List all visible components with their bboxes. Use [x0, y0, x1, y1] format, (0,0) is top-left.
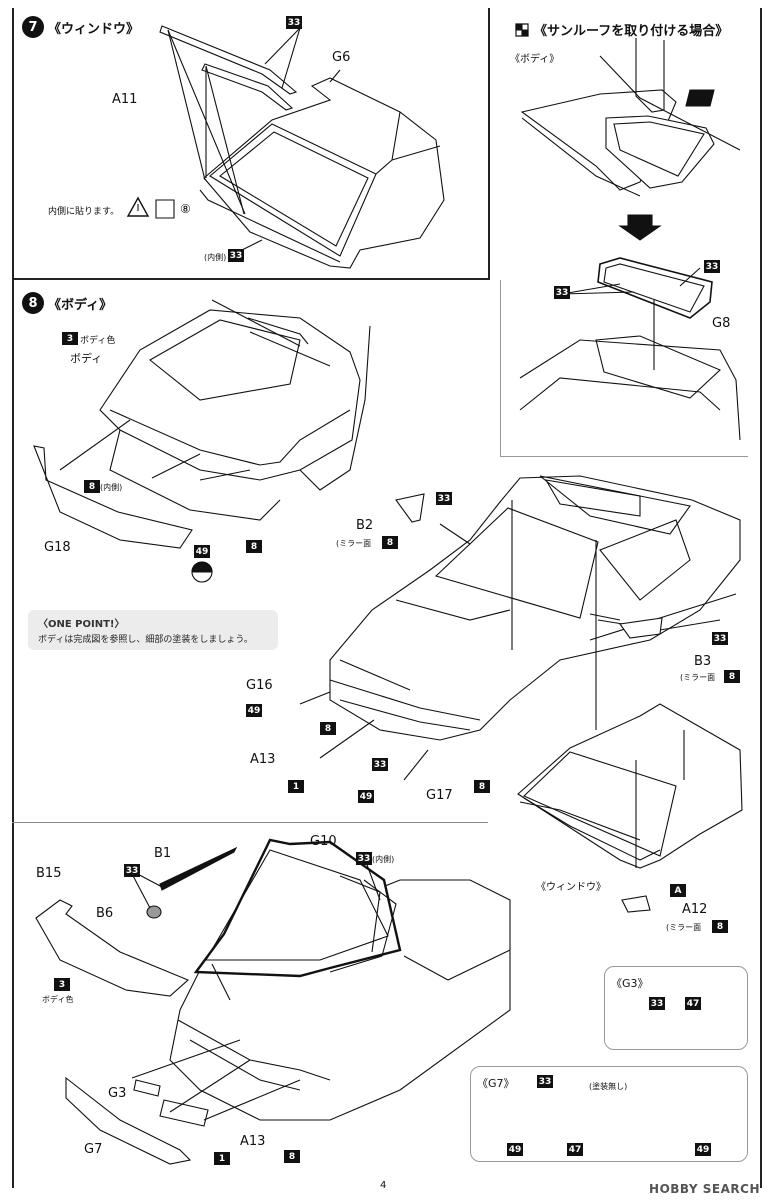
windshield-window-drawing — [160, 26, 444, 268]
step7-title: 《ウィンドウ》 — [48, 21, 140, 37]
tag-33-b2: 33 — [436, 492, 452, 505]
part-g18: G18 — [44, 540, 71, 555]
g7-panel: 《G7》 33 (塗装無し) 49 47 49 — [470, 1066, 748, 1162]
main-car-drawing — [300, 476, 740, 780]
step7-tag-33-inner: 33 — [228, 249, 244, 262]
one-point-text: ボディは完成図を参照し、細部の塗装をしましょう。 — [38, 635, 253, 645]
tag-A: A — [670, 884, 686, 897]
inner-note-g10: (内側) — [372, 855, 395, 864]
tag-49: 49 — [194, 545, 210, 558]
tag-8-a12: 8 — [712, 920, 728, 933]
sunroof-heading: 《サンルーフを取り付ける場合》 — [534, 20, 728, 39]
g7-note: (塗装無し) — [589, 1082, 628, 1091]
tag-8-b2: 8 — [382, 536, 398, 549]
body-color-text: ボディ色 — [80, 336, 116, 346]
step7-note-circle: ⑧ — [180, 202, 191, 216]
tag-33-grill: 33 — [372, 758, 388, 771]
one-point-title: 〈ONE POINT!〉 — [38, 619, 125, 630]
body-color-text2: ボディ色 — [42, 995, 74, 1004]
sunroof-panel-border — [500, 280, 501, 456]
page-number: 4 — [380, 1180, 387, 1191]
g3-panel: 《G3》 33 47 — [604, 966, 748, 1050]
g7-tag-49-left: 49 — [507, 1143, 523, 1156]
part-a12: A12 — [682, 902, 708, 917]
divider-lower — [12, 822, 488, 823]
g7-panel-title: 《G7》 — [477, 1077, 515, 1090]
step7-note: 内側に貼ります。 — [48, 207, 120, 217]
mirror-note-a12: (ミラー面 — [666, 923, 702, 932]
part-a13: A13 — [250, 752, 276, 767]
page-frame — [12, 8, 762, 1188]
step7-heading: 7 《ウィンドウ》 — [22, 16, 139, 38]
g3-tag-47: 47 — [685, 997, 701, 1010]
rear-window-drawing — [518, 704, 742, 912]
part-b15: B15 — [36, 866, 62, 881]
step7-number: 7 — [22, 16, 44, 38]
tag-8-b3: 8 — [724, 670, 740, 683]
step8-heading: 8 《ボディ》 — [22, 292, 112, 314]
tag-49-g16: 49 — [246, 704, 262, 717]
g7-tag-49-right: 49 — [695, 1143, 711, 1156]
step7-tag-33-top: 33 — [286, 16, 302, 29]
mirror-note-b2: (ミラー面 — [336, 539, 372, 548]
mirror-note-b3: (ミラー面 — [680, 673, 716, 682]
one-point-box: 〈ONE POINT!〉 ボディは完成図を参照し、細部の塗装をしましょう。 — [28, 610, 278, 650]
sunroof-title: 《サンルーフを取り付ける場合》 — [534, 24, 729, 39]
tag-body-color-3: 3 — [62, 332, 78, 345]
g3-panel-title: 《G3》 — [611, 977, 649, 990]
tag-3-b15: 3 — [54, 978, 70, 991]
window-label: 《ウィンドウ》 — [536, 882, 606, 893]
part-b2: B2 — [356, 518, 374, 533]
glyph-icons — [128, 24, 528, 583]
g7-tag-47: 47 — [567, 1143, 583, 1156]
inner-note: (内側) — [100, 483, 123, 492]
part-a13-rear: A13 — [240, 1134, 266, 1149]
part-g7: G7 — [84, 1142, 103, 1157]
part-g3: G3 — [108, 1086, 127, 1101]
part-g17: G17 — [426, 788, 453, 803]
sunroof-body-label: 《ボディ》 — [510, 54, 560, 65]
divider-vertical — [488, 8, 490, 280]
body-text: ボディ — [70, 352, 103, 365]
tag-8-front: 8 — [246, 540, 262, 553]
sunroof-body-drawing — [520, 38, 740, 440]
tag-33-b3: 33 — [712, 632, 728, 645]
tag-49-g17: 49 — [358, 790, 374, 803]
part-g10: G10 — [310, 834, 337, 849]
part-g8: G8 — [712, 316, 731, 331]
tag-8-g17: 8 — [474, 780, 490, 793]
step7-inner-label: (内側) — [204, 253, 227, 262]
part-b1: B1 — [154, 846, 172, 861]
sunroof-panel-bottom — [500, 456, 748, 457]
tag-33-b1: 33 — [124, 864, 140, 877]
g7-tag-33: 33 — [537, 1075, 553, 1088]
part-a11: A11 — [112, 92, 138, 107]
tag-8-inner: 8 — [84, 480, 100, 493]
step8-number: 8 — [22, 292, 44, 314]
sunroof-tag-33-a: 33 — [704, 260, 720, 273]
part-g16: G16 — [246, 678, 273, 693]
front-body-drawing — [34, 300, 370, 548]
tag-8-g16: 8 — [320, 722, 336, 735]
divider-step7 — [12, 278, 488, 280]
watermark: HOBBY SEARCH — [649, 1182, 760, 1196]
tag-33-g10: 33 — [356, 852, 372, 865]
tag-1-a13-rear: 1 — [214, 1152, 230, 1165]
tag-1-a13: 1 — [288, 780, 304, 793]
step8-title: 《ボディ》 — [48, 297, 113, 313]
part-g6: G6 — [332, 50, 351, 65]
part-b3: B3 — [694, 654, 712, 669]
tag-8-rear: 8 — [284, 1150, 300, 1163]
rear-car-drawing — [36, 840, 510, 1164]
g3-tag-33: 33 — [649, 997, 665, 1010]
sunroof-tag-33-b: 33 — [554, 286, 570, 299]
part-b6: B6 — [96, 906, 114, 921]
